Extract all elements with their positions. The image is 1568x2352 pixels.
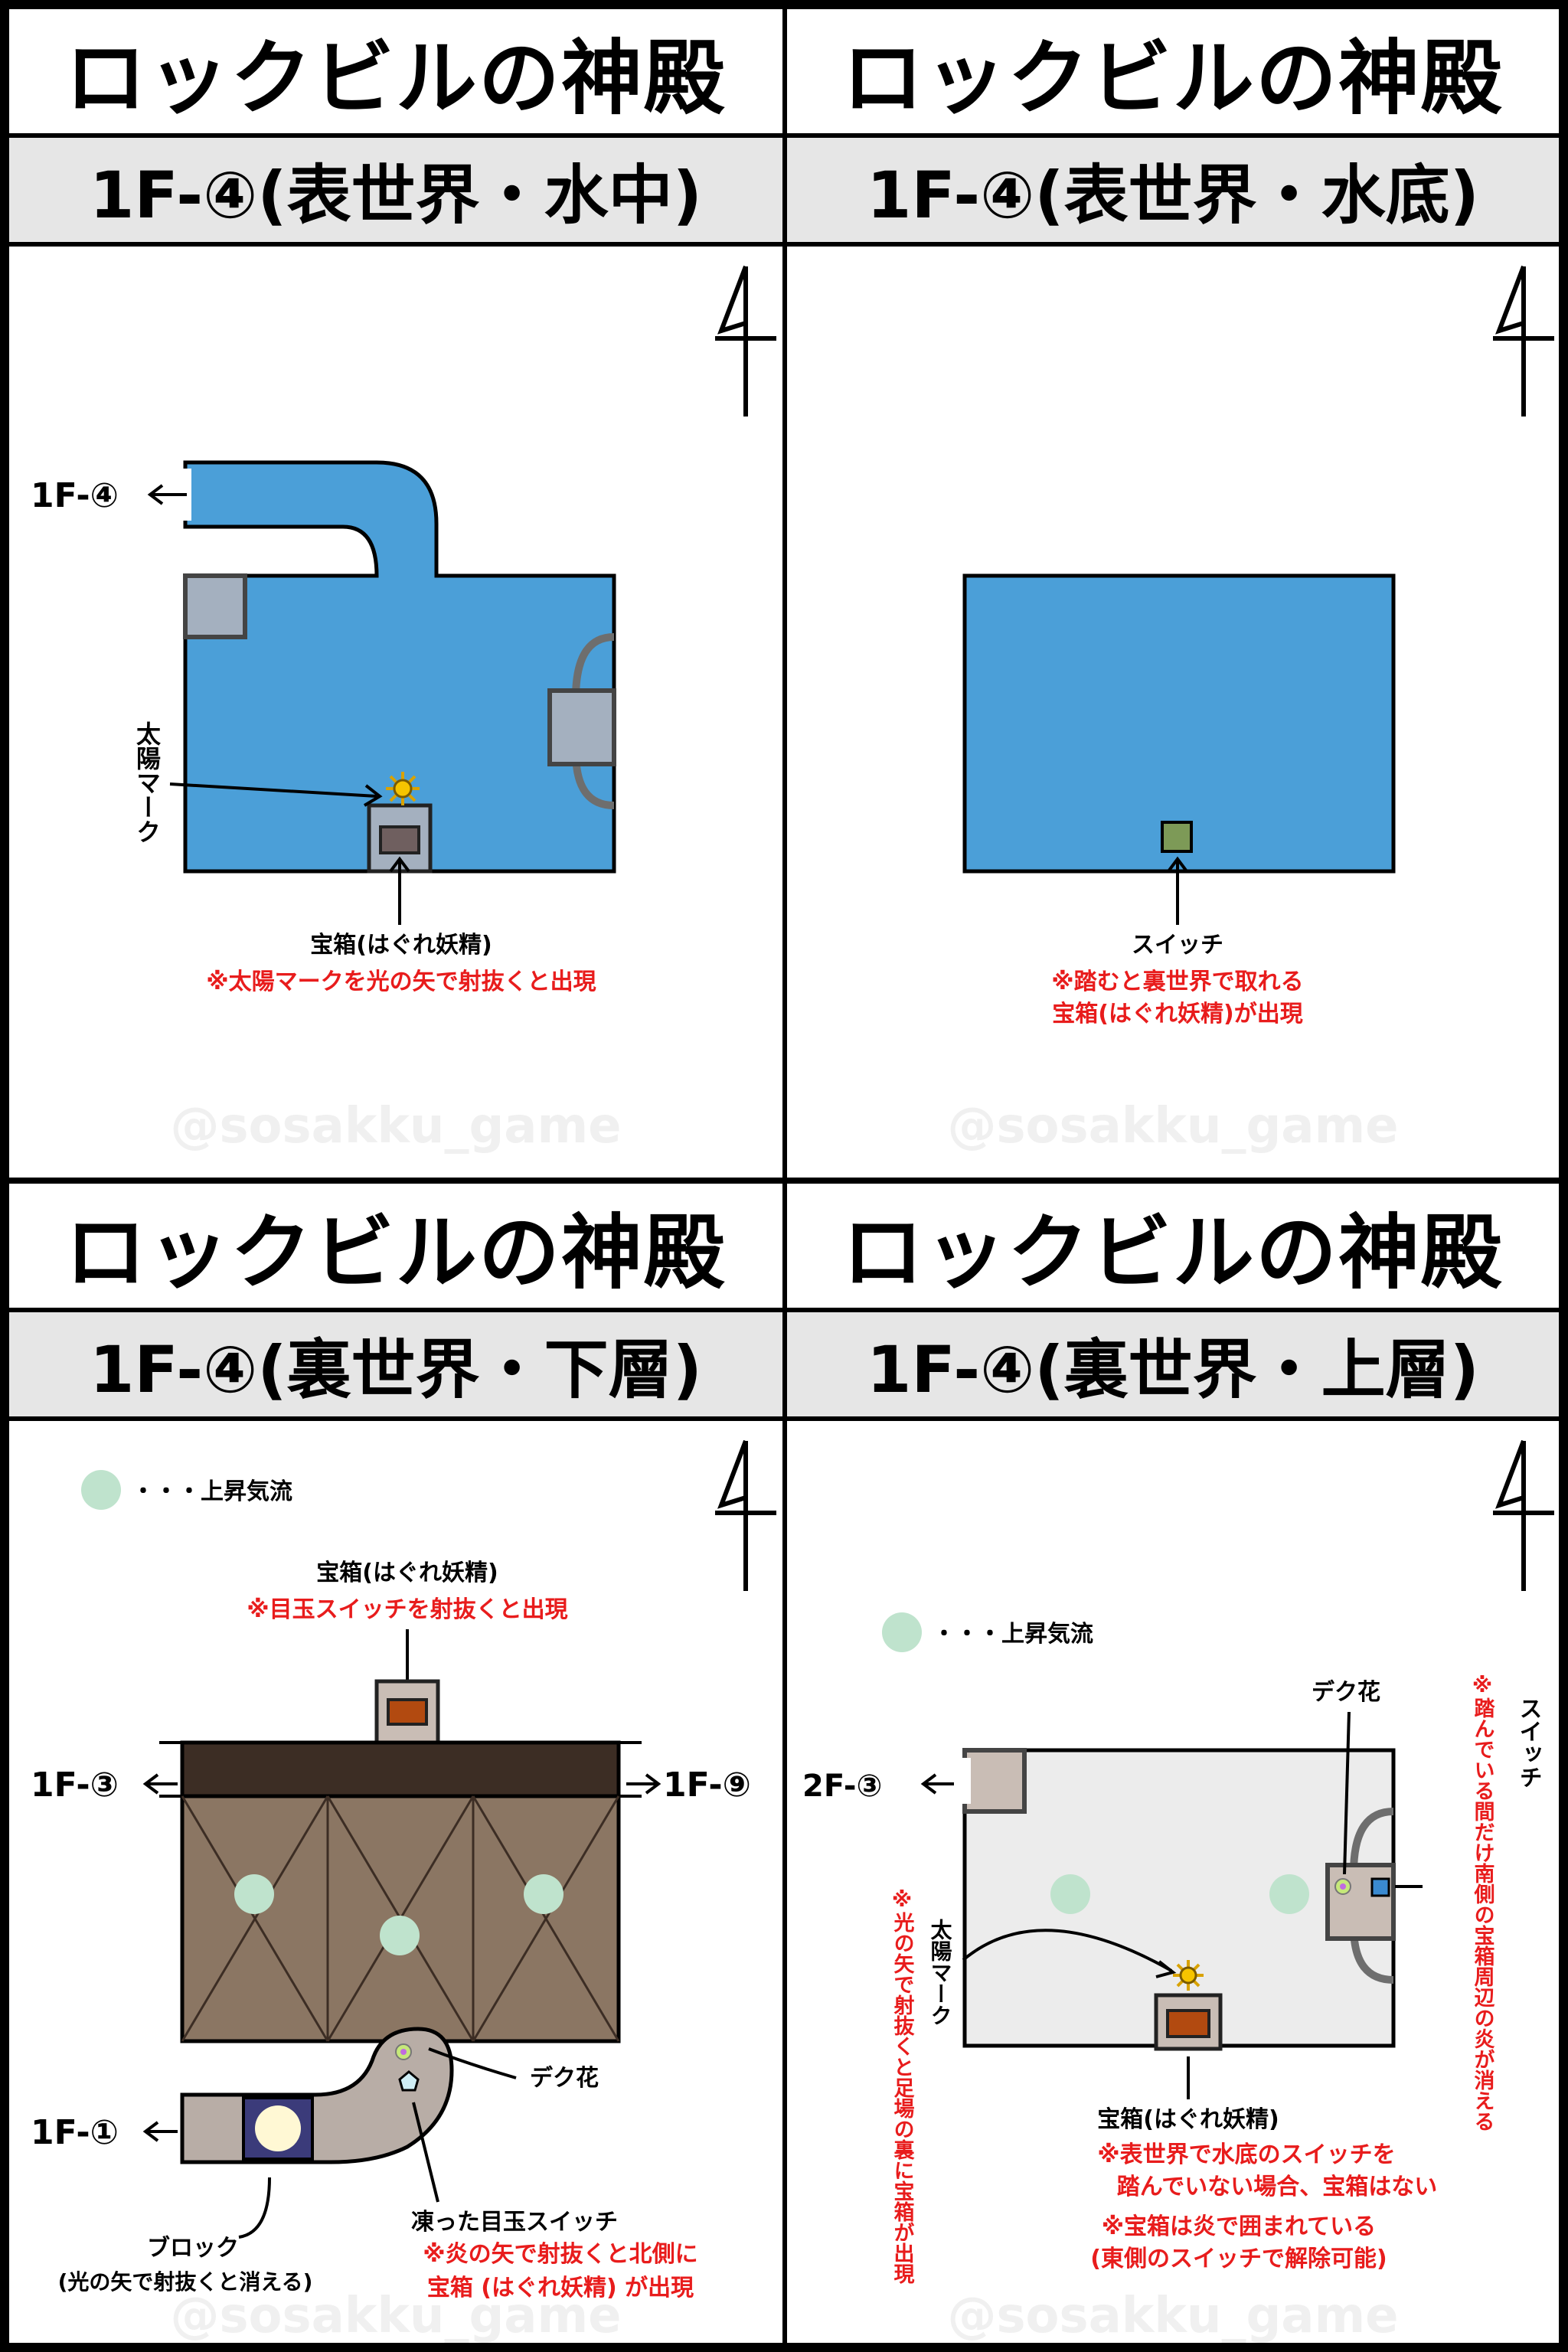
panel-1f4-surface-bottom: ロックビルの神殿 1F-④(表世界・水底) スイッチ ※踏むと裏世界で取れる 宝… — [787, 9, 1559, 1178]
chest-icon — [379, 825, 420, 854]
north-arrow-icon — [715, 1439, 776, 1591]
deku-flower-icon — [1334, 1878, 1351, 1895]
eye-note-line-2: 宝箱 (はぐれ妖精) が出現 — [427, 2275, 694, 2301]
note-text: ※太陽マークを光の矢で射抜くと出現 — [206, 969, 596, 995]
note-2-line-2: (東側のスイッチで解除可能) — [1090, 2246, 1387, 2272]
map-other-lower: ・・・上昇気流 宝箱(はぐれ妖精) ※目玉スイッチを射抜くと出現 1F-③ — [31, 1439, 776, 2343]
exit-gap — [960, 1758, 971, 1804]
sun-arrow — [962, 1929, 1172, 1972]
block-light — [255, 2105, 301, 2151]
arrow-head — [1155, 1960, 1177, 1978]
watermark: @sosakku_game — [170, 2288, 621, 2343]
watermark: @sosakku_game — [947, 1098, 1398, 1155]
deku-arrow — [428, 2047, 517, 2079]
note-2-line-1: ※宝箱は炎で囲まれている — [1102, 2213, 1376, 2240]
panel-1f4-surface-water: ロックビルの神殿 1F-④(表世界・水中) — [9, 9, 782, 1178]
eye-arrow — [412, 2102, 439, 2203]
sun-arrow — [169, 782, 377, 798]
exit-label-right: 1F-⑨ — [663, 1766, 751, 1805]
deku-label: デク花 — [530, 2065, 599, 2092]
note-1-line-2: 踏んでいない場合、宝箱はない — [1117, 2174, 1438, 2200]
eye-note-line-1: ※炎の矢で射抜くと北側に — [423, 2241, 697, 2268]
arrow-head — [363, 784, 383, 807]
exit-label-left: 1F-③ — [31, 1766, 119, 1805]
exit-label-left: 1F-④ — [31, 476, 119, 515]
updraft-marker — [1050, 1874, 1090, 1914]
legend-label: ・・・上昇気流 — [132, 1478, 292, 1505]
arrow-head — [389, 856, 410, 873]
north-arrow-icon — [1493, 265, 1554, 416]
stone-block — [183, 573, 247, 639]
switch-note: ※踏んでいる間だけ南側の宝箱周辺の炎が消える — [1471, 1674, 1496, 2132]
north-arrow-icon — [1493, 1439, 1554, 1591]
chest-icon — [1166, 2009, 1210, 2038]
panel-subtitle: 1F-④(表世界・水底) — [787, 133, 1559, 247]
updraft-marker — [234, 1874, 274, 1914]
deku-label: デク花 — [1312, 1679, 1380, 1706]
chest-label: 宝箱(はぐれ妖精) — [310, 932, 492, 959]
exit-block — [962, 1748, 1027, 1814]
sun-note: ※光の矢で射抜くと足場の裏に宝箱が出現 — [890, 1888, 916, 2285]
arrow-head — [142, 1773, 159, 1795]
panel-title: ロックビルの神殿 — [787, 1184, 1559, 1308]
sun-mark-icon — [1173, 1960, 1204, 1991]
stone-block — [547, 688, 616, 766]
updraft-marker — [524, 1874, 564, 1914]
deku-flower-icon — [395, 2043, 412, 2060]
note-line-2: 宝箱(はぐれ妖精)が出現 — [1052, 1001, 1302, 1027]
switch-platform — [1325, 1863, 1396, 1941]
panel-subtitle: 1F-④(表世界・水中) — [9, 133, 782, 247]
panel-subtitle: 1F-④(裏世界・上層) — [787, 1308, 1559, 1421]
exit-label-left: 2F-③ — [802, 1769, 882, 1804]
updraft-legend-icon — [882, 1612, 922, 1652]
arrow-head — [1167, 856, 1188, 873]
chest-label: 宝箱(はぐれ妖精) — [1097, 2106, 1279, 2133]
watermark: @sosakku_game — [947, 2288, 1398, 2343]
panel-1f4-other-upper: ロックビルの神殿 1F-④(裏世界・上層) ・・・上昇気流 2F-③ デク花 — [787, 1184, 1559, 2343]
arrow-head — [147, 484, 164, 505]
arrow-head — [920, 1773, 937, 1795]
map-other-upper: ・・・上昇気流 2F-③ デク花 スイッチ ※踏んでいる間だけ南側の宝箱周辺の炎… — [802, 1439, 1554, 2343]
exit-label-bottom-left: 1F-① — [31, 2113, 119, 2152]
sun-mark-icon — [386, 772, 420, 805]
block-arrow — [238, 2177, 271, 2239]
map-surface-water: 1F-④ 太陽マーク 宝箱(はぐれ妖精) ※太陽マークを光の矢で射抜くと出現 @… — [31, 265, 776, 1155]
north-arrow-icon — [715, 265, 776, 416]
panel-title: ロックビルの神殿 — [9, 1184, 782, 1308]
block-note: (光の矢で射抜くと消える) — [58, 2269, 313, 2295]
floor-switch-icon — [1370, 1877, 1390, 1897]
note-line-1: ※踏むと裏世界で取れる — [1051, 969, 1303, 995]
eye-switch-label: 凍った目玉スイッチ — [411, 2209, 618, 2236]
switch-label: スイッチ — [1515, 1697, 1542, 1788]
updraft-marker — [1269, 1874, 1309, 1914]
chest-icon — [387, 1698, 428, 1726]
panel-title: ロックビルの神殿 — [787, 9, 1559, 133]
chest-note: ※目玉スイッチを射抜くと出現 — [247, 1596, 567, 1623]
watermark: @sosakku_game — [170, 1098, 621, 1155]
eye-switch-icon — [398, 2070, 420, 2092]
sun-mark-label: 太陽マーク — [928, 1919, 953, 2026]
note-1-line-1: ※表世界で水底のスイッチを — [1097, 2141, 1395, 2168]
chest-label: 宝箱(はぐれ妖精) — [316, 1560, 498, 1586]
legend-label: ・・・上昇気流 — [933, 1621, 1093, 1648]
map-surface-bottom: スイッチ ※踏むと裏世界で取れる 宝箱(はぐれ妖精)が出現 @sosakku_g… — [947, 265, 1554, 1155]
switch-label: スイッチ — [1132, 932, 1223, 959]
deku-arrow — [1343, 1711, 1351, 1875]
panel-1f4-other-lower: ロックビルの神殿 1F-④(裏世界・下層) ・・・上昇気流 宝箱(はぐれ妖精) … — [9, 1184, 782, 2343]
panel-title: ロックビルの神殿 — [9, 9, 782, 133]
updraft-marker — [380, 1916, 420, 1955]
panel-subtitle: 1F-④(裏世界・下層) — [9, 1308, 782, 1421]
sun-mark-label: 太陽マーク — [132, 721, 162, 844]
arrow-head — [142, 2121, 159, 2142]
floor-pattern — [181, 1795, 620, 2042]
updraft-legend-icon — [81, 1470, 121, 1510]
floor-switch-icon — [1161, 821, 1193, 853]
block-label: ブロック — [147, 2235, 239, 2262]
arrow-head — [645, 1773, 662, 1795]
upper-wall — [180, 1740, 621, 1798]
